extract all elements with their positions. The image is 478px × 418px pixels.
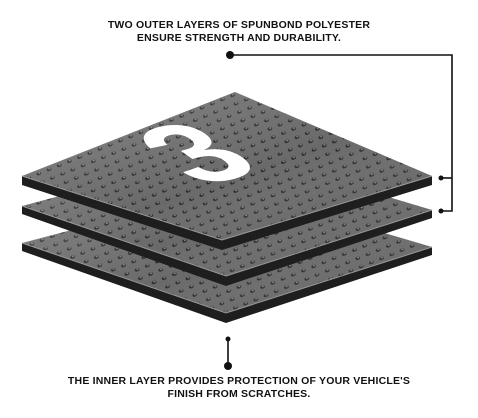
fabric-layer-top <box>21 92 433 250</box>
outer-layers-caption-line2: ENSURE STRENGTH AND DURABILITY. <box>136 32 342 44</box>
inner-layer-caption-line1: THE INNER LAYER PROVIDES PROTECTION OF Y… <box>67 375 411 387</box>
outer-layers-caption-line1: TWO OUTER LAYERS OF SPUNBOND POLYESTER <box>107 19 371 31</box>
inner-layer-caption-line2: FINISH FROM SCRATCHES. <box>167 388 311 400</box>
outer-layers-caption: TWO OUTER LAYERS OF SPUNBOND POLYESTER E… <box>0 19 478 45</box>
inner-layer-leader <box>224 336 232 370</box>
inner-layer-caption: THE INNER LAYER PROVIDES PROTECTION OF Y… <box>0 375 478 401</box>
outer-layers-leader <box>226 51 453 214</box>
